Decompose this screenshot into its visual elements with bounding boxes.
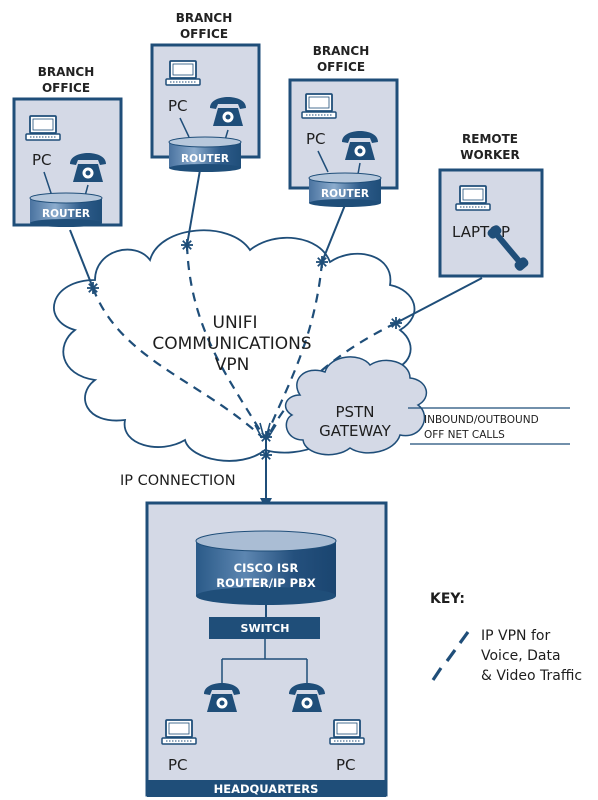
- link-node-2: [180, 238, 194, 252]
- branch-1-label-line1: BRANCH: [38, 65, 95, 79]
- remote-worker-label-line1: REMOTE: [462, 132, 518, 146]
- legend-dashed-line-icon: [431, 631, 470, 681]
- branch-2-label-line2: OFFICE: [180, 27, 228, 41]
- hq-router: CISCO ISR ROUTER/IP PBX: [195, 530, 337, 605]
- offnet-lines: [408, 407, 570, 445]
- cloud-label-line1: UNIFI: [213, 313, 258, 333]
- branch-office-1: BRANCH OFFICE PC ROUTER: [12, 65, 123, 227]
- switch-box: [209, 617, 320, 639]
- hq-pc-right-label: PC: [336, 756, 356, 774]
- legend-line3: & Video Traffic: [481, 668, 582, 684]
- branch-3-router-label: ROUTER: [321, 188, 369, 200]
- solid-links: [69, 169, 483, 508]
- branch-3-pc-label: PC: [306, 130, 326, 148]
- computer-icon: [25, 115, 61, 141]
- branch-3-router: ROUTER: [308, 172, 382, 207]
- switch-label: SWITCH: [241, 622, 290, 635]
- handset-icon: [487, 225, 529, 271]
- headquarters-label: HEADQUARTERS: [214, 782, 319, 796]
- computer-icon: [329, 719, 365, 745]
- cloud-label-line2: COMMUNICATIONS: [152, 334, 311, 354]
- ip-connection-label: IP CONNECTION: [120, 473, 236, 489]
- offnet-label-line2: OFF NET CALLS: [424, 429, 505, 441]
- branch-office-2: BRANCH OFFICE PC ROUTER: [150, 11, 261, 172]
- branch-2-label-line1: BRANCH: [176, 11, 233, 25]
- vpn-dashed-lines: [91, 244, 397, 438]
- computer-icon: [161, 719, 197, 745]
- legend: KEY: IP VPN for Voice, Data & Video Traf…: [430, 591, 582, 684]
- branch-2-router-label: ROUTER: [181, 153, 229, 165]
- computer-icon: [165, 60, 201, 86]
- remote-worker-label-line2: WORKER: [460, 148, 519, 162]
- hq-pc-left-label: PC: [168, 756, 188, 774]
- legend-title: KEY:: [430, 591, 465, 607]
- offnet-label-line1: INBOUND/OUTBOUND: [424, 414, 539, 426]
- hq-router-label-line1: CISCO ISR: [234, 561, 299, 575]
- pstn-label-line1: PSTN: [336, 403, 375, 421]
- branch-1-router-label: ROUTER: [42, 208, 90, 220]
- branch-1-label-line2: OFFICE: [42, 81, 90, 95]
- computer-icon: [301, 93, 337, 119]
- laptop-icon: [455, 185, 491, 211]
- remote-worker: REMOTE WORKER LAPTOP: [438, 132, 544, 278]
- branch-3-label-line1: BRANCH: [313, 44, 370, 58]
- pstn-cloud: [284, 356, 428, 456]
- headquarters: HEADQUARTERS CISCO ISR ROUTER/IP PBX SWI…: [145, 501, 388, 797]
- legend-line2: Voice, Data: [481, 648, 561, 664]
- branch-2-pc-label: PC: [168, 97, 188, 115]
- branch-2-router: ROUTER: [168, 136, 242, 172]
- branch-office-3: BRANCH OFFICE PC ROUTER: [288, 44, 399, 207]
- branch-3-label-line2: OFFICE: [317, 60, 365, 74]
- pstn-label-line2: GATEWAY: [319, 422, 391, 440]
- cloud-label-line3: VPN: [215, 355, 250, 375]
- branch-1-router: ROUTER: [29, 192, 103, 227]
- headquarters-footer: [147, 780, 386, 797]
- branch-1-pc-label: PC: [32, 151, 52, 169]
- switch-tree: [221, 639, 308, 685]
- hq-router-label-line2: ROUTER/IP PBX: [216, 576, 316, 590]
- legend-line1: IP VPN for: [481, 628, 550, 644]
